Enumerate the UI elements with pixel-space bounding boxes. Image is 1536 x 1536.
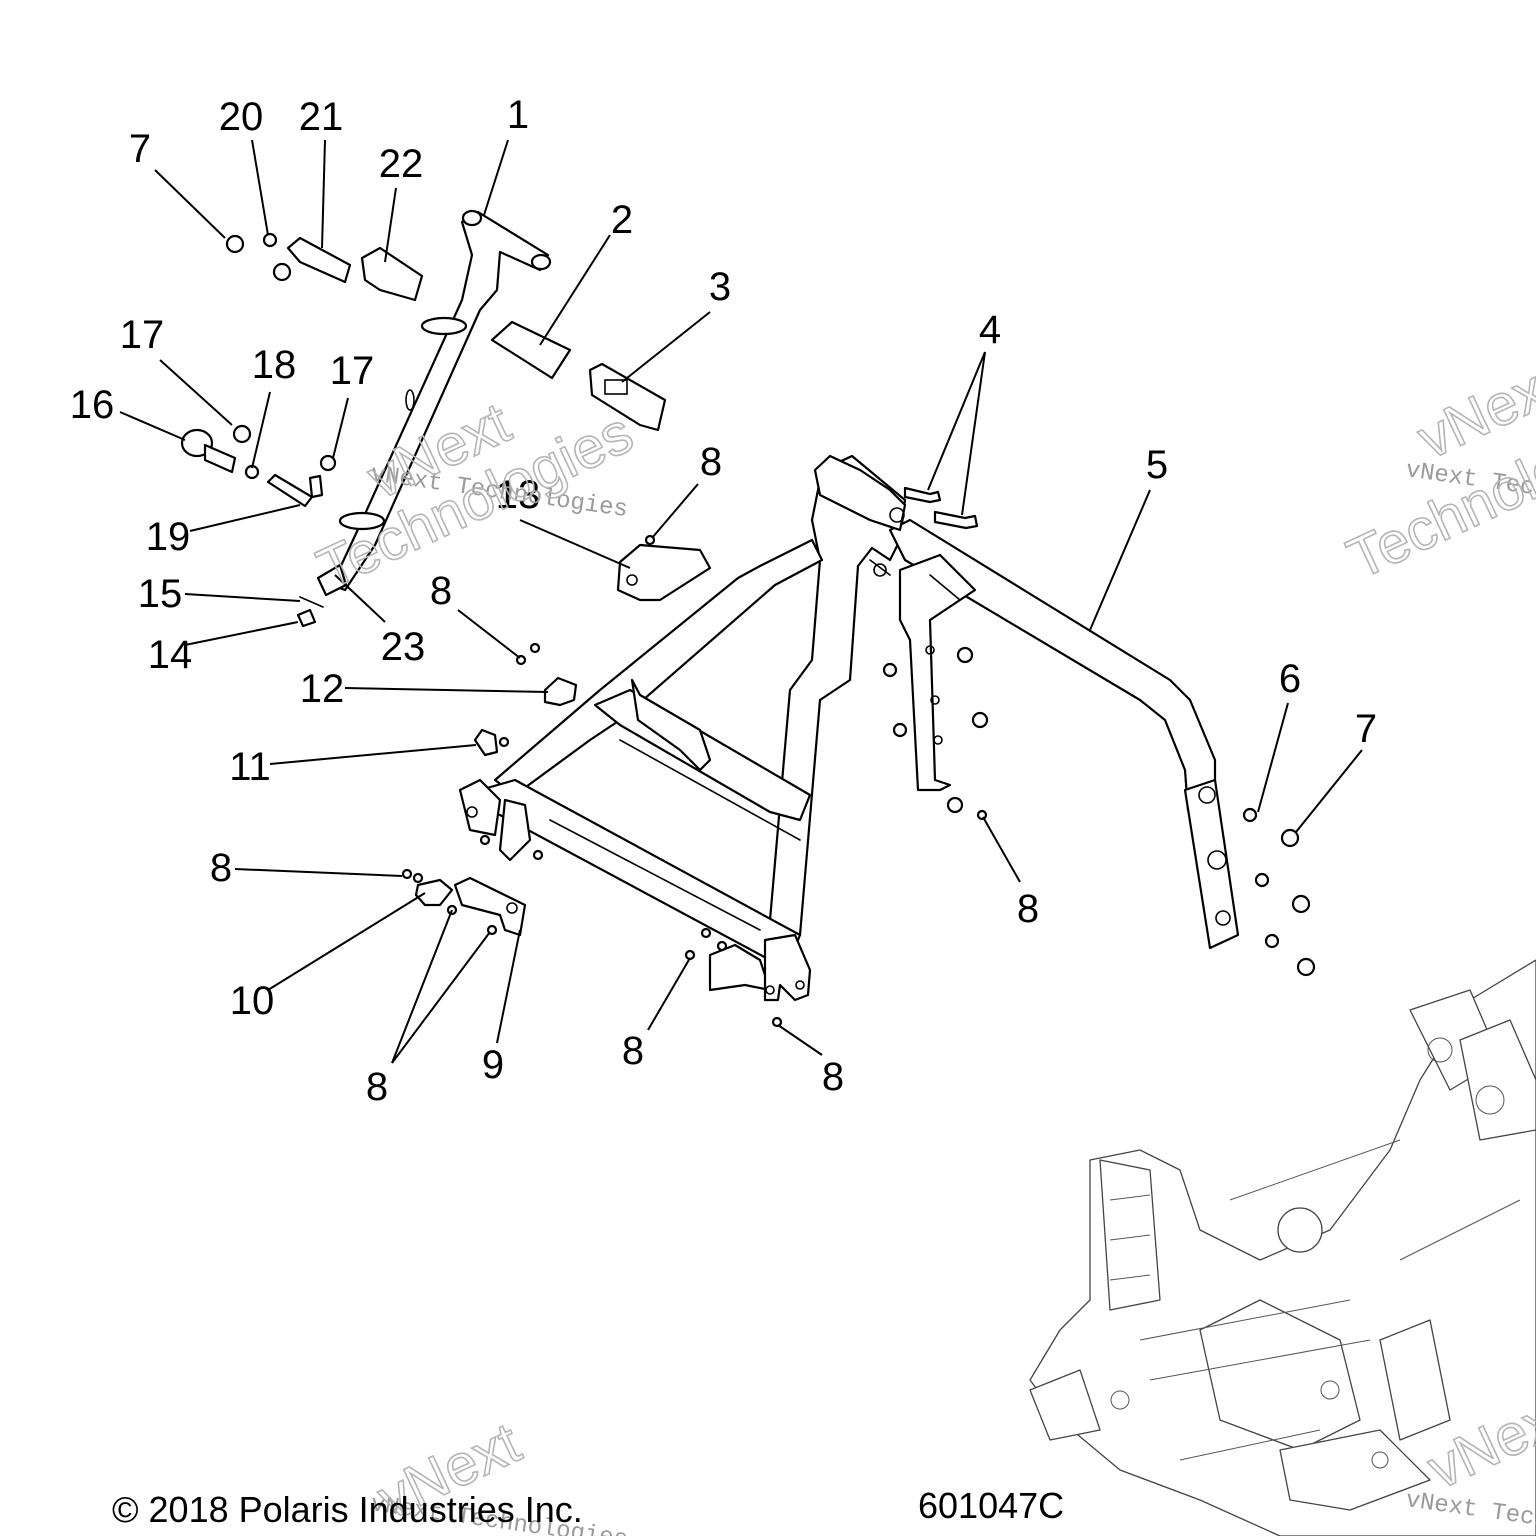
callout-8-right: 8 [1017,887,1039,931]
main-frame-assembly [458,454,1240,1002]
callout-7-left: 7 [129,127,151,171]
callout-21: 21 [299,95,344,139]
part-12-clip [543,676,578,707]
callout-6: 6 [1279,657,1301,701]
callout-15: 15 [138,572,183,616]
callout-8-mid: 8 [430,569,452,613]
callout-9: 9 [482,1043,504,1087]
callout-labels: 1 2 3 4 5 6 7 7 8 8 8 8 8 8 8 9 10 11 12… [70,93,1377,1109]
part-2-plate [490,320,572,380]
callout-12: 12 [300,667,345,711]
callout-4: 4 [979,308,1001,352]
callout-7-right: 7 [1355,707,1377,751]
callout-10: 10 [230,979,275,1023]
small-parts [180,232,1316,1028]
callout-14: 14 [148,633,193,677]
callout-18: 18 [252,343,297,387]
part-21-clamp [286,236,352,284]
figure-number: 601047C [918,1485,1064,1526]
callout-8-left: 8 [210,846,232,890]
callout-8-bottom-right: 8 [822,1055,844,1099]
part-19-rod [266,473,314,508]
callout-22: 22 [379,142,424,186]
callout-5: 5 [1146,443,1168,487]
copyright-text: © 2018 Polaris Industries Inc. [112,1489,583,1530]
callout-13: 13 [496,473,541,517]
part-13-bracket [616,543,712,602]
callout-17-right: 17 [330,349,375,393]
callout-3: 3 [709,265,731,309]
leader-lines [119,139,1363,1064]
callout-8-bottom-center: 8 [622,1029,644,1073]
callout-1: 1 [507,93,529,137]
part-10-bracket [414,878,454,907]
chassis-background-drawing [1029,959,1536,1536]
part-9-bracket [453,876,527,937]
callout-8-top: 8 [700,440,722,484]
callout-19: 19 [146,515,191,559]
callout-17-left: 17 [120,313,165,357]
callout-16: 16 [70,383,115,427]
part-11-tab [473,728,499,757]
callout-20: 20 [219,95,264,139]
callout-8-bottom-left: 8 [366,1065,388,1109]
callout-23: 23 [381,625,426,669]
callout-11: 11 [229,745,271,789]
steering-column [316,209,552,597]
callout-2: 2 [611,198,633,242]
part-22-clamp [360,246,424,302]
